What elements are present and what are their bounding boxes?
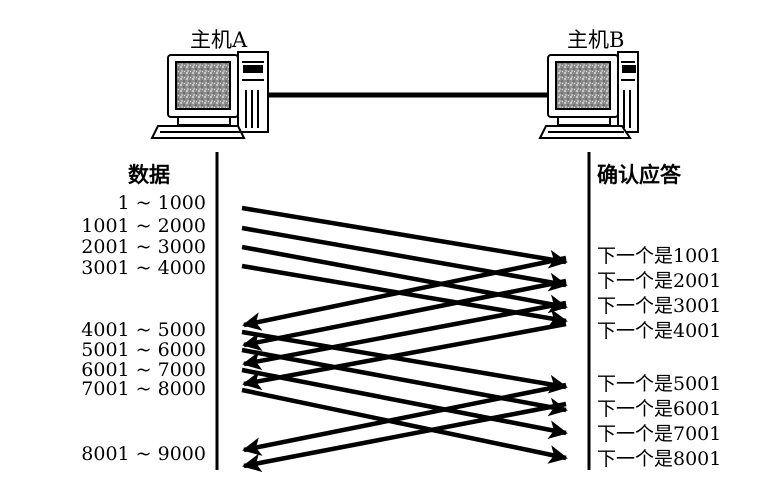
segment-label: 7001 ~ 8000 [81, 378, 206, 400]
ack-label: 下一个是3001 [597, 295, 722, 317]
ack-label: 下一个是5001 [597, 373, 722, 395]
segment-label: 4001 ~ 5000 [81, 319, 206, 341]
ack-label: 下一个是2001 [597, 270, 722, 292]
host-a-computer-icon [150, 51, 269, 139]
data-arrow [241, 244, 568, 314]
ack-arrow [242, 278, 567, 351]
segment-label: 2001 ~ 3000 [81, 236, 206, 258]
segment-label: 5001 ~ 6000 [81, 339, 206, 361]
segment-label: 6001 ~ 7000 [81, 359, 206, 381]
ack-arrow [242, 300, 567, 371]
segment-label: 8001 ~ 9000 [81, 443, 206, 465]
segment-label: 3001 ~ 4000 [81, 257, 206, 279]
ack-arrow [242, 401, 567, 473]
data-arrow [241, 347, 568, 417]
ack-label: 下一个是4001 [597, 320, 722, 342]
data-arrow [241, 329, 568, 394]
ack-arrow [242, 382, 567, 456]
data-arrow [241, 367, 568, 440]
data-column-title: 数据 [128, 162, 170, 187]
host-b-label: 主机B [567, 28, 625, 52]
ack-arrow [242, 321, 567, 391]
data-arrow [241, 225, 568, 292]
ack-column-title: 确认应答 [597, 162, 681, 187]
ack-arrow [242, 255, 567, 331]
data-arrow [241, 205, 568, 269]
ack-label: 下一个是1001 [597, 245, 722, 267]
segment-label: 1 ~ 1000 [117, 192, 206, 214]
host-a-label: 主机A [190, 28, 248, 52]
ack-label: 下一个是8001 [597, 448, 722, 470]
ack-label: 下一个是7001 [597, 423, 722, 445]
data-arrow [241, 387, 568, 464]
host-b-computer-icon [538, 51, 639, 139]
ack-label: 下一个是6001 [597, 398, 722, 420]
segment-label: 1001 ~ 2000 [81, 215, 206, 237]
